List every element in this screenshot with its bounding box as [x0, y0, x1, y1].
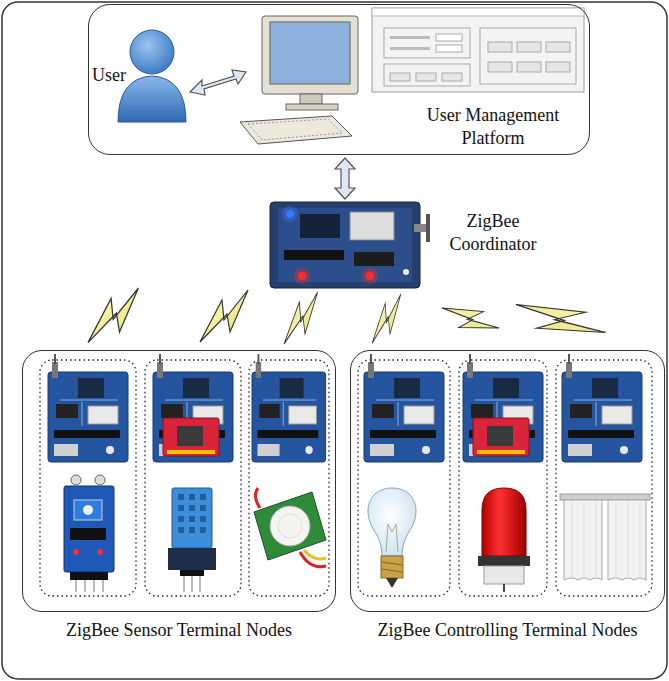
humidity-sensor [168, 488, 216, 592]
node-label: ZigBee Coordinator [438, 210, 548, 256]
node-label: ZigBee Controlling Terminal Nodes [351, 619, 664, 642]
coordinator-node: ZigBee Coordinator [270, 202, 420, 288]
user-label: User [92, 64, 126, 86]
terminal-outlines [40, 360, 652, 596]
control-group: ZigBee Controlling Terminal Nodes [350, 350, 665, 612]
light-bulb [368, 488, 416, 588]
alarm-light [478, 488, 530, 592]
node-label: ZigBee Sensor Terminal Nodes [23, 619, 335, 642]
block-arrow [335, 158, 355, 199]
user-icon [118, 30, 186, 122]
coordinator-board [270, 202, 430, 288]
sensor-group: ZigBee Sensor Terminal Nodes [22, 350, 336, 612]
wireless-bolts [88, 288, 606, 347]
software-screenshot [372, 8, 584, 92]
computer-icon [240, 16, 358, 144]
platform-box: User Management Platform [88, 4, 590, 155]
motion-sensor [254, 488, 326, 567]
node-label: User Management Platform [403, 104, 583, 150]
light-sensor [64, 475, 114, 592]
curtain [560, 494, 650, 580]
terminal-boards [48, 354, 642, 462]
double-arrow [190, 70, 246, 95]
